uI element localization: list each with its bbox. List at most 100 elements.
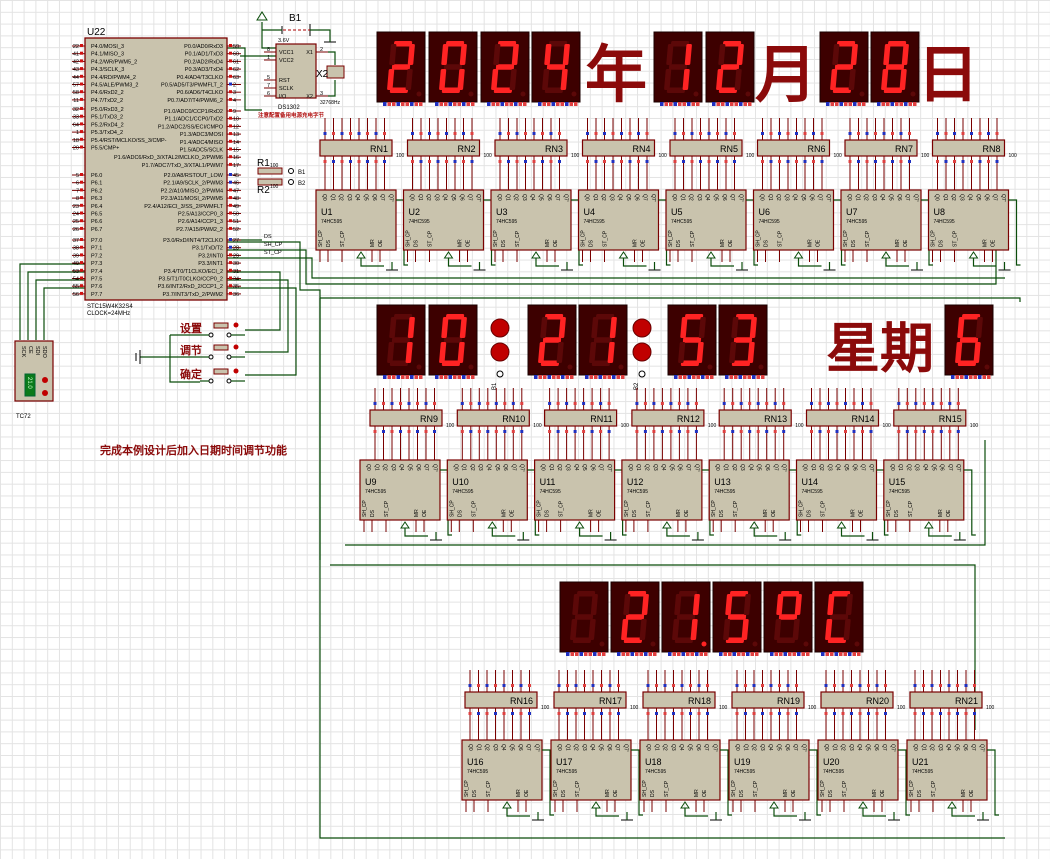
ic-body[interactable] (840, 189, 922, 251)
rtc-body[interactable] (275, 43, 317, 99)
ic-body[interactable] (359, 459, 441, 521)
ic-body[interactable] (490, 189, 572, 251)
rn-body[interactable] (553, 691, 627, 709)
rn-body[interactable] (820, 691, 894, 709)
ic-body[interactable] (402, 189, 485, 251)
ic-body[interactable] (817, 739, 899, 801)
rn-body[interactable] (931, 139, 1006, 157)
rn-body[interactable] (669, 139, 743, 157)
ic-body[interactable] (639, 739, 721, 801)
sensor-down-button[interactable] (42, 390, 48, 396)
rn-body[interactable] (805, 409, 880, 427)
ic-body[interactable] (708, 459, 790, 521)
push-button-3[interactable]: 确定 (180, 367, 239, 384)
ic-body[interactable] (665, 189, 747, 251)
ic-body[interactable] (315, 189, 397, 251)
rn-body[interactable] (756, 139, 831, 157)
resistor-body[interactable] (257, 178, 283, 186)
rn-body[interactable] (456, 409, 530, 427)
button-cap[interactable] (213, 322, 229, 329)
ic-body[interactable] (795, 459, 878, 521)
ic-body[interactable] (446, 459, 528, 521)
rn-body[interactable] (543, 409, 618, 427)
ic-body[interactable] (533, 459, 616, 521)
ic-body[interactable] (577, 189, 660, 251)
rn-body[interactable] (319, 139, 393, 157)
ic-body[interactable] (906, 739, 988, 801)
rn-body[interactable] (844, 139, 918, 157)
rn-body[interactable] (581, 139, 656, 157)
ic-body[interactable] (461, 739, 543, 801)
rn-body[interactable] (369, 409, 443, 427)
ic-body[interactable] (621, 459, 703, 521)
ic-body[interactable] (752, 189, 835, 251)
push-button-1[interactable]: 设置 (180, 321, 239, 338)
ic-body[interactable] (883, 459, 965, 521)
ic-body[interactable] (728, 739, 810, 801)
rn-body[interactable] (406, 139, 481, 157)
ic-body[interactable] (550, 739, 632, 801)
ic-body[interactable] (927, 189, 1010, 251)
push-button-2[interactable]: 调节 (180, 343, 239, 360)
mcu-body[interactable] (84, 37, 228, 301)
rn-body[interactable] (464, 691, 538, 709)
sensor-up-button[interactable] (42, 377, 48, 383)
rn-body[interactable] (494, 139, 568, 157)
rn-body[interactable] (731, 691, 805, 709)
rn-body[interactable] (718, 409, 792, 427)
button-cap[interactable] (213, 344, 229, 351)
button-cap[interactable] (213, 368, 229, 375)
resistor-body[interactable] (257, 167, 283, 175)
rn-body[interactable] (642, 691, 716, 709)
rn-body[interactable] (909, 691, 983, 709)
